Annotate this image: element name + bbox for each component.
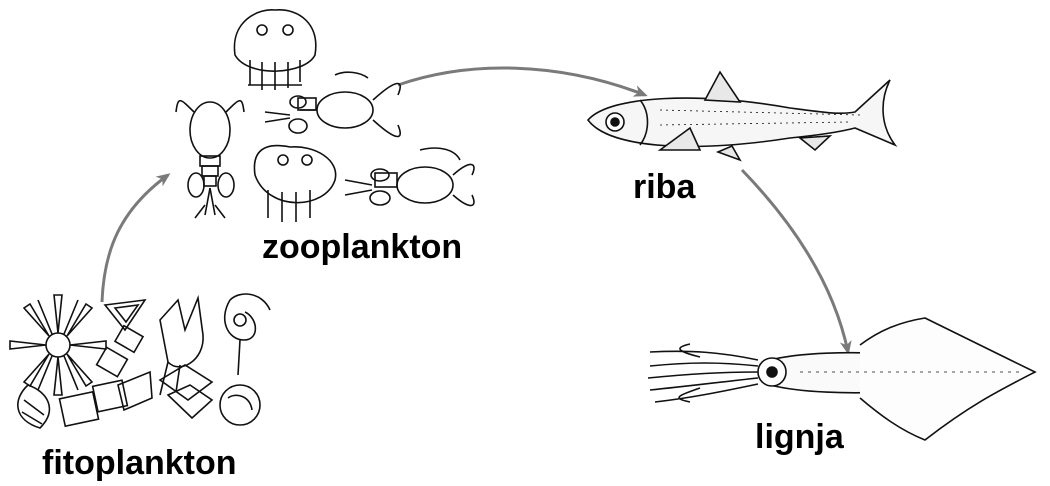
arrow-zooplankton-to-riba — [397, 66, 648, 97]
label-lignja: lignja — [755, 418, 844, 456]
phytoplankton-cluster-icon — [9, 293, 271, 429]
label-riba: riba — [633, 168, 696, 206]
arrow-riba-to-lignja — [740, 168, 852, 355]
arrow-fitoplankton-to-zooplankton — [100, 173, 171, 303]
label-zooplankton: zooplankton — [262, 228, 463, 266]
fish-icon — [586, 70, 898, 162]
label-fitoplankton: fitoplankton — [42, 444, 237, 482]
squid-icon — [647, 317, 1037, 441]
zooplankton-cluster-icon — [175, 9, 475, 222]
